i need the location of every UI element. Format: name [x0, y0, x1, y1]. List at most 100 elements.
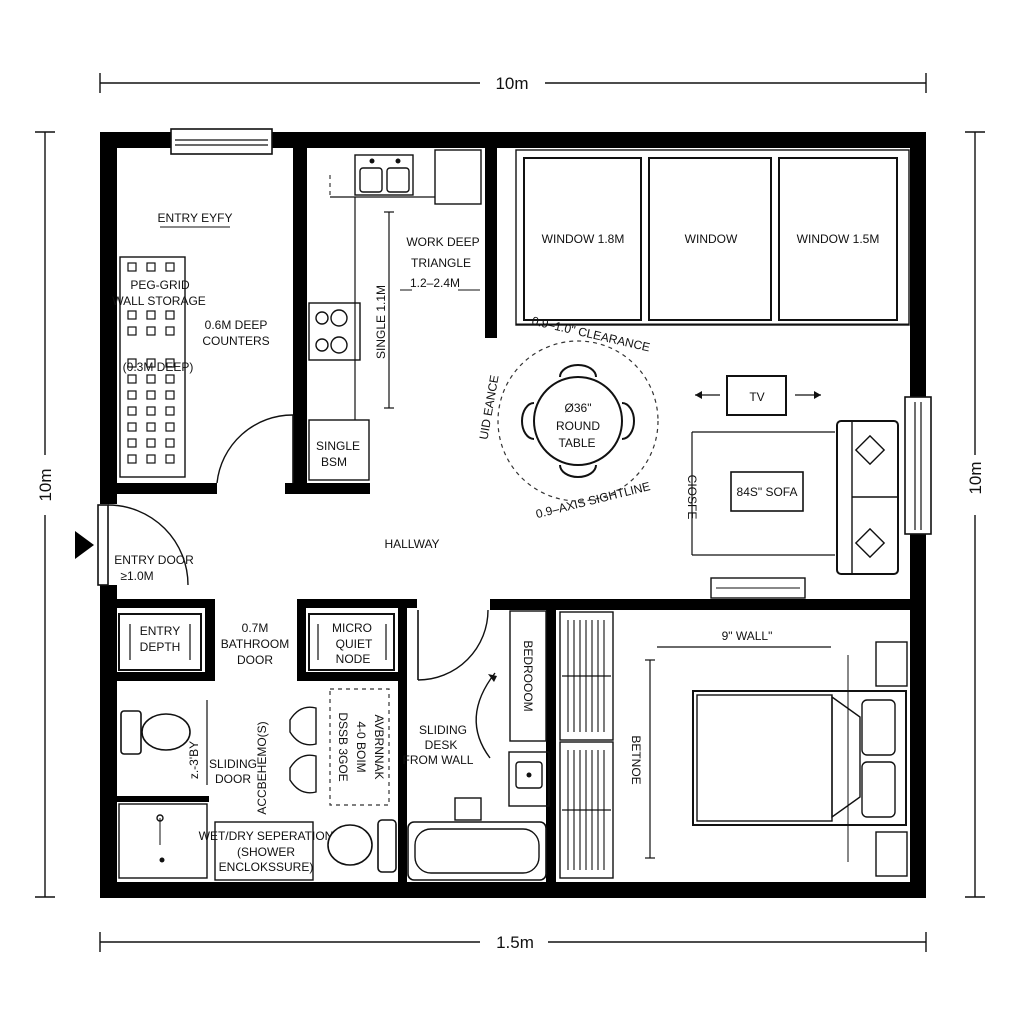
entry-depth-box: ENTRY DEPTH	[118, 613, 202, 671]
peg-grid-label-1: PEG-GRID	[130, 278, 190, 292]
dining-area: Ø36" ROUND TABLE 0.9–1.0" CLEARANCE UID …	[476, 314, 659, 521]
bedroom: 9" WALL" BETNOE	[629, 629, 908, 877]
sofa-label: 84S" SOFA	[737, 485, 798, 499]
clearance-left-label: UID EANCE	[476, 374, 501, 441]
double-sink	[354, 154, 414, 196]
entry-storage-room: ENTRY EYFY PEG-GRID WALL STORAGE 0.6M DE…	[112, 211, 294, 484]
sightline-label: 0.9–AXIS SIGHTLINE	[534, 479, 651, 521]
dimension-left-label: 10m	[36, 468, 55, 501]
storage-column	[329, 688, 390, 806]
peg-grid-label-2: WALL STORAGE	[112, 294, 206, 308]
dimension-left: 10m	[35, 131, 55, 898]
toilet-bowl	[141, 713, 191, 751]
window-panel-2	[648, 157, 772, 321]
side-label: CIOSFE	[685, 475, 699, 520]
bed-vert-label: BETNOE	[629, 735, 643, 784]
work-triangle-label-3: 1.2–2.4M	[410, 276, 460, 290]
interior-walls	[117, 148, 910, 882]
micro-label-2: QUIET	[336, 637, 373, 651]
right-window	[904, 396, 932, 535]
window-label-2: WINDOW	[685, 232, 738, 246]
bed-fold	[831, 695, 861, 819]
z-label: z.-3'BY	[187, 741, 201, 779]
entry-arrow-icon	[75, 531, 94, 559]
kitchen: SINGLE BSM SINGLE 1.1M WORK DEEP TRIANGL…	[308, 149, 482, 481]
entry-door-label-1: ENTRY DOOR	[114, 553, 194, 567]
table-label-3: TABLE	[558, 436, 595, 450]
bathroom: z.-3'BY SLIDING DOOR ACCBEHEMO(S) DSSB 3…	[118, 688, 397, 881]
work-triangle-label-1: WORK DEEP	[406, 235, 479, 249]
fridge	[434, 149, 482, 205]
wet-dry-label-1: WET/DRY SEPERATION	[199, 829, 334, 843]
cooktop	[308, 302, 361, 361]
single-vertical-label: SINGLE 1.1M	[374, 285, 388, 359]
sliding-door-label-2: DOOR	[215, 772, 251, 786]
dimension-bottom: 1.5m	[99, 932, 927, 952]
entry-eyfy-label: ENTRY EYFY	[158, 211, 233, 225]
peg-grid-holes	[127, 262, 175, 464]
bed-frame	[692, 690, 907, 826]
storage-col-label-3: AVBRNNAK	[372, 714, 386, 779]
single-bsm-label-1: SINGLE	[316, 439, 360, 453]
deep-note-label: (0.3M DEEP)	[123, 360, 194, 374]
dimension-top-label: 10m	[495, 74, 528, 93]
wardrobe	[559, 611, 614, 879]
entry-door-label-2: ≥1.0M	[120, 569, 153, 583]
toilet-2-tank	[377, 819, 397, 873]
chair-1	[289, 706, 317, 746]
dimension-bottom-label: 1.5m	[496, 933, 534, 952]
sofa-tag	[730, 471, 804, 512]
entry-room-door-swing	[216, 414, 294, 484]
wet-dry-label-3: ENCLOKSSURE)	[219, 860, 314, 874]
single-bsm-label-2: BSM	[321, 455, 347, 469]
hallway-label: HALLWAY	[384, 537, 439, 551]
toilet-2-bowl	[327, 824, 373, 866]
tv-label: TV	[749, 390, 764, 404]
bath-tap	[454, 797, 482, 821]
bedroom-closet	[509, 610, 547, 742]
round-table	[533, 376, 623, 466]
window-panel-3	[778, 157, 898, 321]
entry-depth-label-2: DEPTH	[140, 640, 181, 654]
tv-unit	[726, 375, 787, 416]
top-window	[170, 128, 273, 155]
entry-door-swing	[107, 504, 189, 586]
peg-grid-panel	[119, 256, 186, 478]
wet-dry-label-box	[214, 821, 314, 881]
wardrobe-rack-upper	[559, 611, 614, 741]
table-label-2: ROUND	[556, 419, 600, 433]
chair-2	[289, 754, 317, 794]
bathtub	[407, 821, 547, 881]
living-area: TV CIOSFE 84S" SOFA	[685, 375, 899, 599]
desk-area: SLIDING DESK FROM WALL BEDROOOM	[403, 609, 550, 881]
hallway-area: HALLWAY ENTRY DOOR ≥1.0M 0.7M BATHROOM D…	[75, 504, 440, 667]
storage-col-label-1: DSSB 3GOE	[336, 712, 350, 781]
bath-door-label-3: DOOR	[237, 653, 273, 667]
desk-door-swing	[417, 609, 489, 681]
work-triangle-label-2: TRIANGLE	[411, 256, 471, 270]
pillow-1	[861, 699, 896, 756]
sliding-arrow	[475, 672, 496, 759]
sliding-vert-label: ACCBEHEMO(S)	[255, 721, 269, 814]
window-label-3: WINDOW 1.5M	[797, 232, 880, 246]
entry-depth-label-1: ENTRY	[140, 624, 180, 638]
single-bsm-unit	[308, 419, 370, 481]
desk-label-3: FROM WALL	[403, 753, 474, 767]
bedroom-vert-label: BEDROOOM	[521, 640, 535, 711]
desk-label-1: SLIDING	[419, 723, 467, 737]
micro-label-1: MICRO	[332, 621, 372, 635]
dimension-right: 10m	[965, 131, 985, 898]
wet-dry-label-2: (SHOWER	[237, 845, 295, 859]
sliding-door-label-1: SLIDING	[209, 757, 257, 771]
bath-door-label-1: 0.7M	[242, 621, 269, 635]
table-label-1: Ø36"	[565, 401, 592, 415]
wardrobe-rack-lower	[559, 741, 614, 879]
window-wall: WINDOW 1.8M WINDOW WINDOW 1.5M	[515, 149, 910, 326]
dimension-top: 10m	[99, 73, 927, 93]
counters-label-1: 0.6M DEEP	[205, 318, 268, 332]
micro-quiet-node: MICRO QUIET NODE	[308, 613, 395, 671]
pillow-2	[861, 761, 896, 818]
desk-label-2: DESK	[425, 738, 458, 752]
toilet-tank	[120, 710, 142, 755]
